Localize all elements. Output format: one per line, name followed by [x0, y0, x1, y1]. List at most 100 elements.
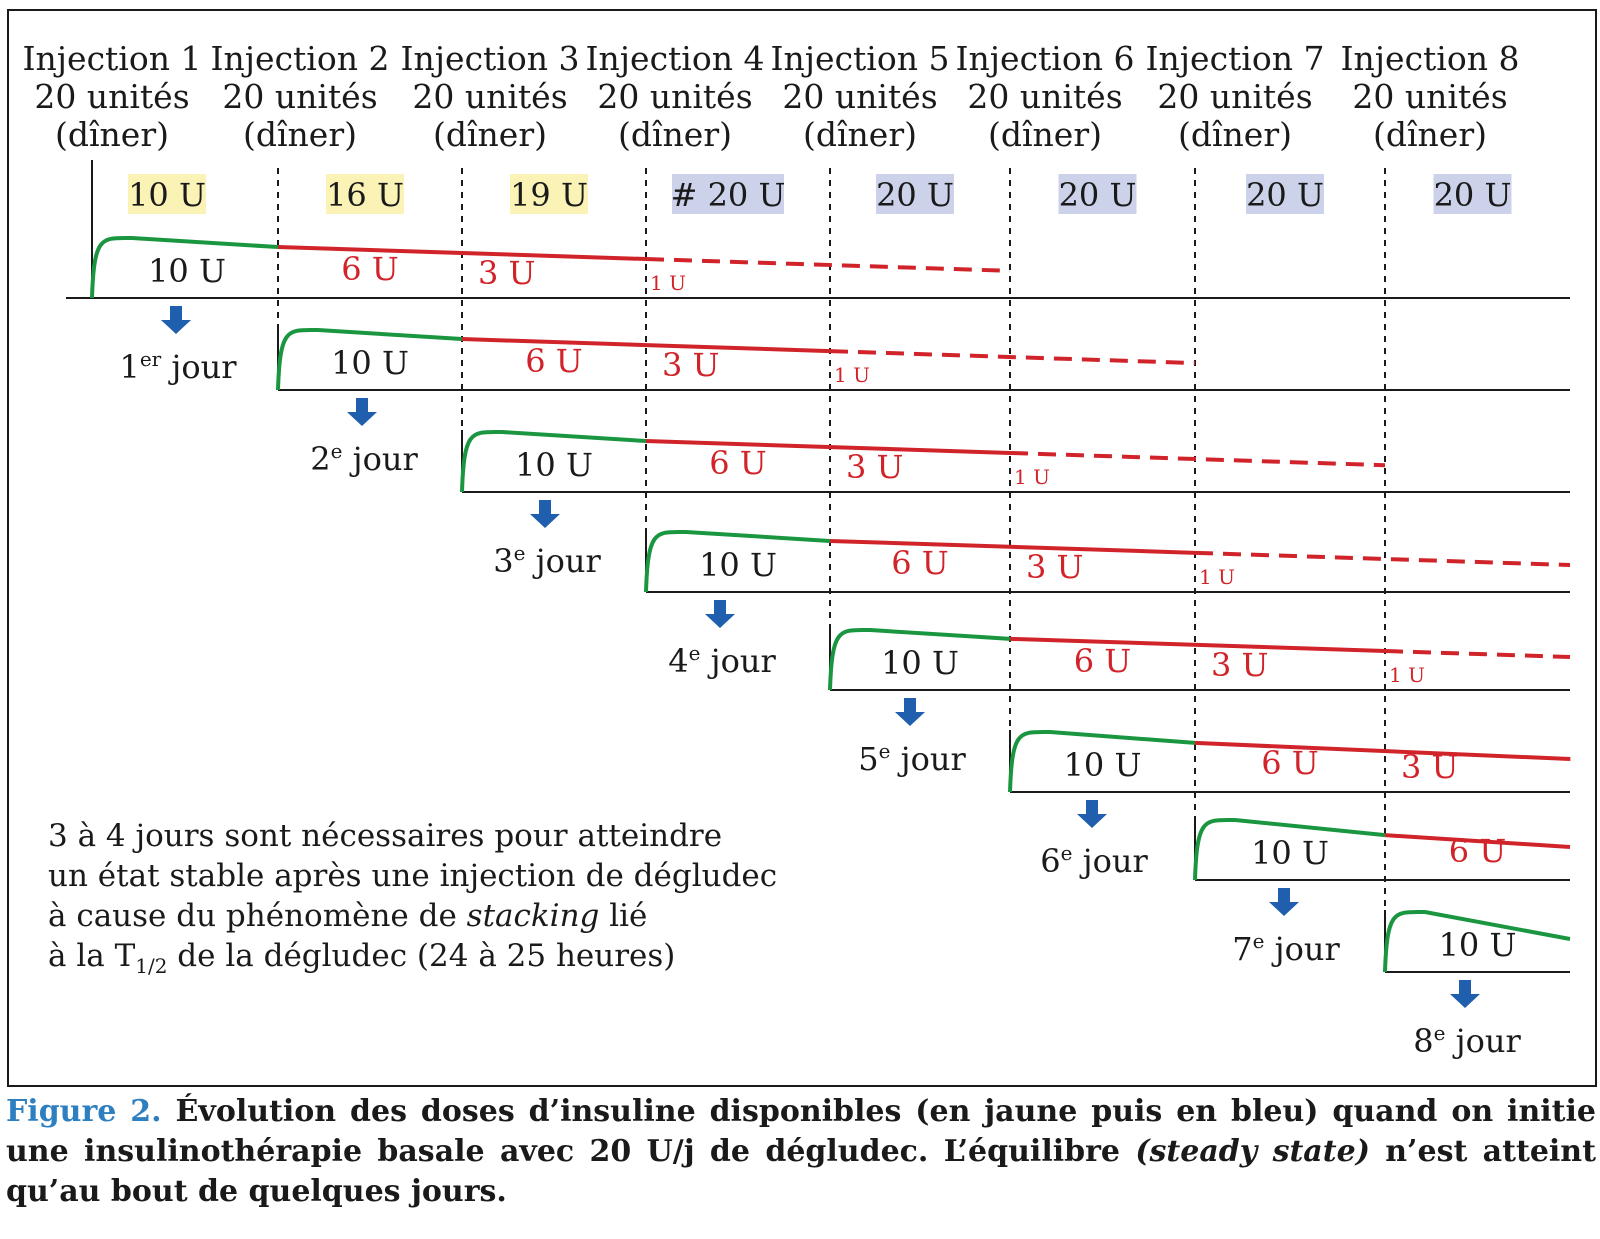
absorption-curve-1	[90, 235, 279, 299]
decay-dashed-2	[829, 349, 1196, 366]
figure-caption: Figure 2. Évolution des doses d’insuline…	[6, 1092, 1596, 1212]
absorption-curve-3	[460, 429, 647, 493]
dose-label-2-4: 1 U	[834, 363, 870, 387]
dose-label-4-3: 3 U	[1026, 548, 1084, 586]
day-label-2: 2e jour	[310, 439, 418, 478]
dose-label-6-2: 6 U	[1261, 744, 1319, 782]
day-arrow-7	[1269, 888, 1299, 916]
day-arrow-3	[530, 500, 560, 528]
dose-label-3-4: 1 U	[1014, 465, 1050, 489]
insulin-stacking-diagram: Injection 120 unités(dîner)Injection 220…	[7, 9, 1597, 1087]
injection-5-dose: 20 unités	[782, 77, 937, 116]
day-arrow-8	[1450, 980, 1480, 1008]
day-label-5: 5e jour	[858, 739, 966, 778]
injection-3-meal: (dîner)	[433, 115, 547, 154]
available-dose-1: 10 U	[128, 176, 206, 214]
day-label-8: 8e jour	[1413, 1021, 1521, 1060]
dose-label-5-3: 3 U	[1211, 646, 1269, 684]
injection-6-meal: (dîner)	[988, 115, 1102, 154]
available-dose-4: # 20 U	[671, 176, 786, 214]
available-dose-box-8	[1433, 174, 1512, 214]
absorption-curve-5	[828, 627, 1011, 691]
caption-text-a: Évolution des doses d’insuline disponibl…	[6, 1094, 1596, 1169]
day-label-4: 4e jour	[668, 641, 776, 680]
day-label-1: 1er jour	[119, 347, 237, 386]
available-dose-box-2	[326, 174, 404, 214]
injection-8-dose: 20 unités	[1352, 77, 1507, 116]
available-dose-box-7	[1246, 174, 1324, 214]
dose-label-3-2: 6 U	[709, 444, 767, 482]
caption-text-italic: (steady state)	[1135, 1134, 1370, 1169]
injection-row-3: 10 U 6 U 3 U 1 U	[460, 429, 1570, 493]
injection-5-title: Injection 5	[771, 39, 950, 78]
injection-6-title: Injection 6	[956, 39, 1135, 78]
dose-label-3-1: 10 U	[515, 446, 593, 484]
dose-label-1-1: 10 U	[148, 252, 226, 290]
available-dose-boxes: 10 U 16 U 19 U # 20 U 20 U 20 U 20 U 20 U	[128, 174, 1512, 214]
absorption-curve-4	[644, 529, 831, 593]
absorption-curve-2	[276, 327, 463, 391]
injection-7-dose: 20 unités	[1157, 77, 1312, 116]
absorption-curve-6	[1008, 729, 1196, 793]
available-dose-7: 20 U	[1246, 176, 1324, 214]
available-dose-box-1	[128, 174, 206, 214]
injection-8-title: Injection 8	[1341, 39, 1520, 78]
available-dose-box-5	[876, 174, 954, 214]
day-arrow-1	[161, 306, 191, 334]
dose-label-7-2: 6 U	[1449, 832, 1507, 870]
dose-label-1-2: 6 U	[341, 250, 399, 288]
absorption-curve-7	[1193, 817, 1386, 881]
injection-5-meal: (dîner)	[803, 115, 917, 154]
dose-label-2-2: 6 U	[525, 342, 583, 380]
injection-7-meal: (dîner)	[1178, 115, 1292, 154]
decay-dashed-1	[645, 257, 1011, 273]
decay-solid-7	[1384, 833, 1571, 849]
dose-label-4-2: 6 U	[891, 544, 949, 582]
note-line-2: un état stable après une injection de dé…	[48, 858, 777, 894]
dose-label-5-4: 1 U	[1389, 663, 1425, 687]
available-dose-3: 19 U	[510, 176, 588, 214]
dose-label-3-3: 3 U	[846, 448, 904, 486]
absorption-curve-8	[1383, 909, 1571, 973]
day-arrow-2	[347, 398, 377, 426]
decay-solid-1	[277, 245, 647, 262]
dose-label-5-1: 10 U	[881, 644, 959, 682]
injection-3-dose: 20 unités	[412, 77, 567, 116]
decay-solid-4	[829, 538, 1196, 555]
day-label-3: 3e jour	[493, 541, 601, 580]
dose-label-8-1: 10 U	[1439, 926, 1517, 964]
dose-label-7-1: 10 U	[1251, 834, 1329, 872]
day-arrow-5	[895, 698, 925, 726]
decay-dashed-3	[1009, 450, 1386, 468]
caption-label: Figure 2.	[6, 1094, 162, 1129]
dose-label-1-3: 3 U	[478, 254, 536, 292]
injection-3-title: Injection 3	[401, 39, 580, 78]
injection-1-title: Injection 1	[23, 39, 202, 78]
decay-solid-5	[1009, 636, 1386, 653]
injection-2-title: Injection 2	[211, 39, 390, 78]
day-label-7: 7e jour	[1232, 929, 1340, 968]
available-dose-box-6	[1058, 174, 1137, 214]
available-dose-5: 20 U	[876, 176, 954, 214]
dose-label-4-1: 10 U	[699, 546, 777, 584]
decay-solid-2	[461, 337, 831, 354]
note-line-4: à la T1/2 de la dégludec (24 à 25 heures…	[48, 938, 675, 978]
available-dose-8: 20 U	[1434, 176, 1512, 214]
injection-1-dose: 20 unités	[34, 77, 189, 116]
decay-solid-3	[645, 439, 1011, 455]
available-dose-2: 16 U	[326, 176, 404, 214]
available-dose-6: 20 U	[1059, 176, 1137, 214]
injection-7-title: Injection 7	[1146, 39, 1325, 78]
decay-dashed-5	[1384, 649, 1571, 659]
decay-solid-6	[1194, 740, 1571, 761]
note-line-3: à cause du phénomène de stacking lié	[48, 898, 647, 934]
available-dose-box-3	[510, 174, 588, 214]
injection-8-meal: (dîner)	[1373, 115, 1487, 154]
injection-6-dose: 20 unités	[967, 77, 1122, 116]
injection-row-7: 10 U 6 U	[1193, 817, 1571, 881]
note-line-1: 3 à 4 jours sont nécessaires pour attein…	[48, 818, 722, 854]
